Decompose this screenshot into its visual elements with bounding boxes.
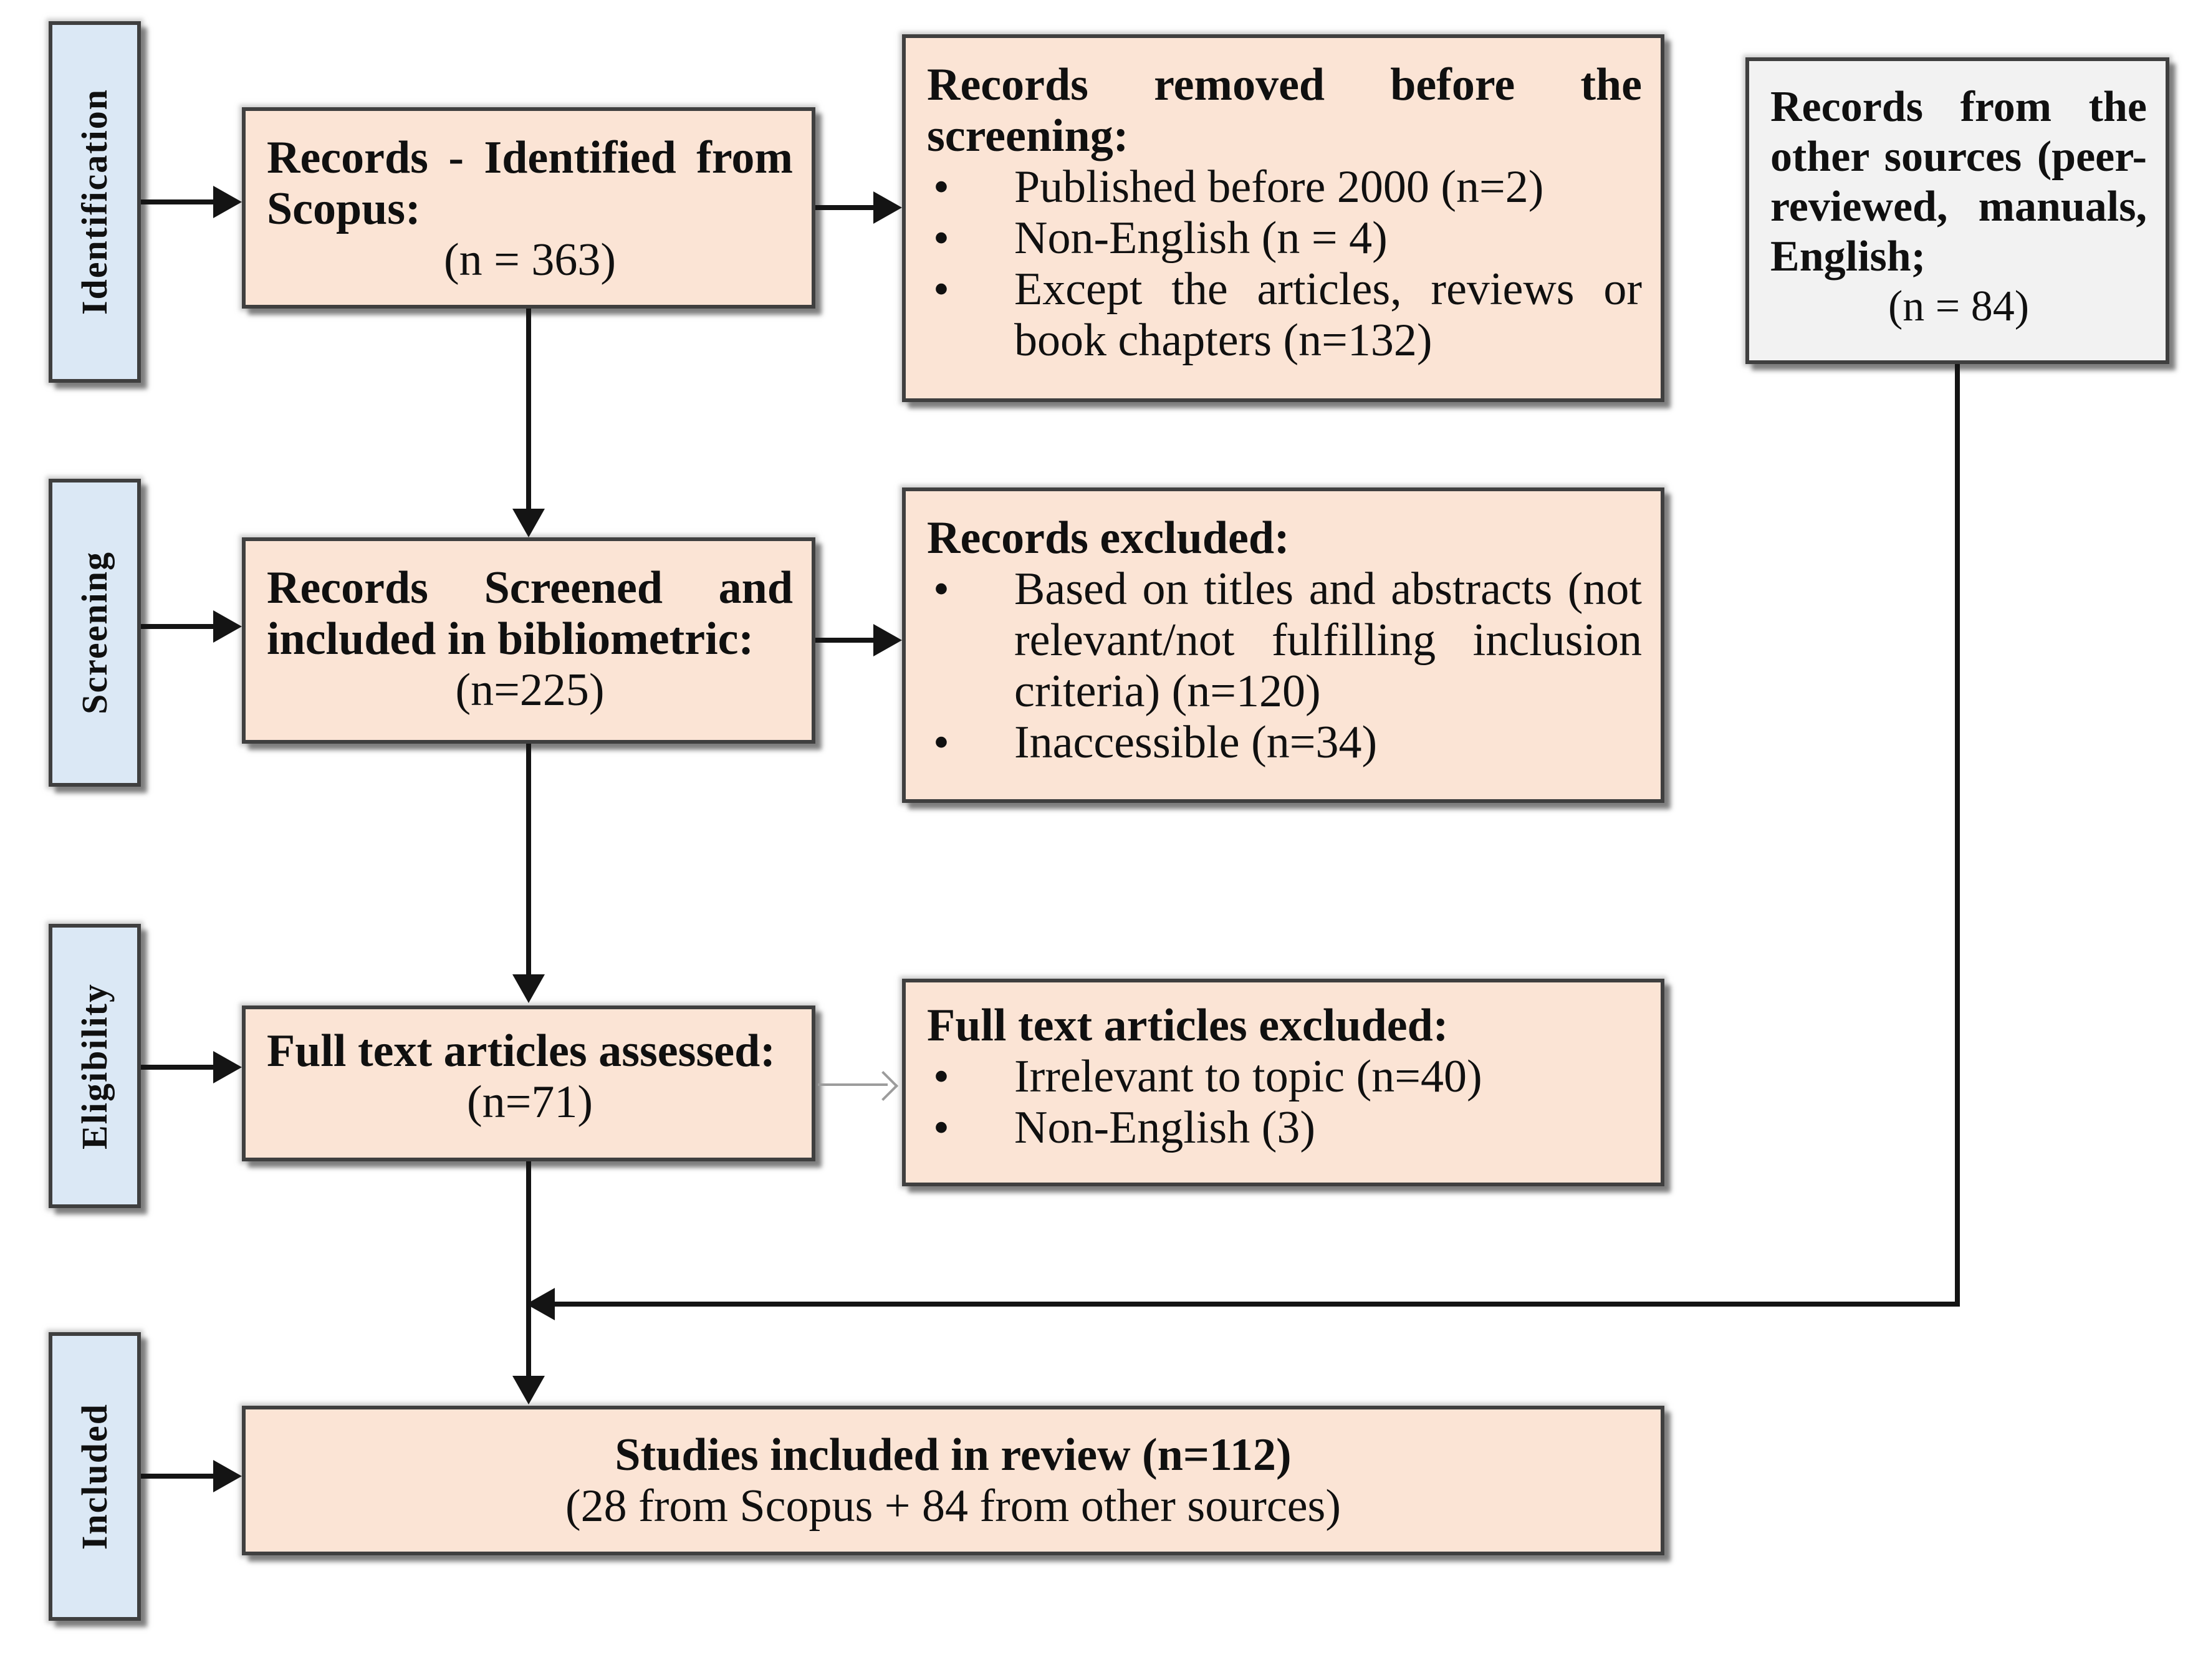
box-records-excluded-title: Records excluded:	[927, 512, 1290, 564]
list-item: Non-English (3)	[927, 1102, 1642, 1153]
arrow-identification-head-icon	[213, 186, 242, 218]
box-fulltext-assessed-title: Full text articles assessed:	[267, 1025, 775, 1077]
box-other-sources-count: (n = 84)	[1888, 282, 2030, 330]
arrow-eligibility-line	[141, 1065, 217, 1070]
list-item: Irrelevant to topic (n=40)	[927, 1051, 1642, 1102]
stage-label-screening-text: Screening	[74, 551, 115, 714]
box-studies-included-line2: (28 from Scopus + 84 from other sources)	[565, 1481, 1341, 1532]
line-other-sources-horizontal	[554, 1302, 1960, 1307]
box-records-screened-count: (n=225)	[455, 665, 605, 716]
box-fulltext-excluded: Full text articles excluded: Irrelevant …	[902, 979, 1664, 1186]
box-records-identified: Records - Identified from Scopus: (n = 3…	[242, 107, 815, 309]
box-fulltext-excluded-list: Irrelevant to topic (n=40) Non-English (…	[927, 1051, 1642, 1153]
box-fulltext-excluded-title: Full text articles excluded:	[927, 1000, 1449, 1051]
arrow-identification-line	[141, 199, 217, 204]
arrow-fulltext-to-included-line	[526, 1161, 531, 1378]
box-records-identified-title: Records - Identified from Scopus:	[267, 132, 793, 234]
arrow-screened-to-excluded-head-icon	[873, 624, 902, 656]
stage-label-included: Included	[49, 1332, 141, 1621]
box-records-identified-count: (n = 363)	[443, 234, 617, 286]
arrow-included-line	[141, 1474, 217, 1479]
arrow-identified-to-removed-head-icon	[873, 191, 902, 224]
box-records-excluded: Records excluded: Based on titles and ab…	[902, 487, 1664, 803]
list-item: Inaccessible (n=34)	[927, 717, 1642, 768]
box-fulltext-assessed: Full text articles assessed: (n=71)	[242, 1006, 815, 1161]
arrow-screening-line	[141, 624, 217, 629]
stage-label-identification: Identification	[49, 21, 141, 383]
arrow-identified-to-screened-head-icon	[512, 509, 545, 537]
box-studies-included: Studies included in review (n=112) (28 f…	[242, 1406, 1664, 1555]
box-records-screened: Records Screened and included in bibliom…	[242, 537, 815, 744]
box-other-sources-title: Records from the other sources (peer-rev…	[1770, 83, 2147, 281]
line-other-sources-vertical	[1955, 364, 1960, 1307]
arrow-fulltext-to-excluded-line	[818, 1083, 888, 1086]
box-records-removed-title: Records removed before the screening:	[927, 59, 1642, 161]
box-records-removed-list: Published before 2000 (n=2) Non-English …	[927, 161, 1642, 366]
arrow-included-head-icon	[213, 1460, 242, 1492]
arrow-identified-to-removed-line	[815, 205, 878, 210]
box-other-sources: Records from the other sources (peer-rev…	[1745, 57, 2169, 364]
box-fulltext-assessed-count: (n=71)	[466, 1077, 593, 1128]
box-records-screened-title: Records Screened and included in bibliom…	[267, 562, 793, 665]
arrow-screened-to-fulltext-head-icon	[512, 974, 545, 1003]
list-item: Published before 2000 (n=2)	[927, 161, 1642, 213]
arrow-screening-head-icon	[213, 610, 242, 643]
stage-label-screening: Screening	[49, 479, 141, 787]
stage-label-eligibility: Eligibility	[49, 924, 141, 1208]
stage-label-identification-text: Identification	[74, 89, 115, 315]
box-records-excluded-list: Based on titles and abstracts (not relev…	[927, 564, 1642, 768]
list-item: Based on titles and abstracts (not relev…	[927, 564, 1642, 717]
arrow-screened-to-excluded-line	[815, 638, 878, 643]
arrow-fulltext-to-excluded-head-icon	[868, 1070, 899, 1102]
list-item: Non-English (n = 4)	[927, 213, 1642, 264]
arrow-merge-junction-head-icon	[526, 1288, 555, 1320]
arrow-screened-to-fulltext-line	[526, 744, 531, 977]
box-studies-included-line1: Studies included in review (n=112)	[615, 1429, 1292, 1481]
list-item: Except the articles, reviews or book cha…	[927, 264, 1642, 366]
stage-label-eligibility-text: Eligibility	[74, 982, 115, 1150]
stage-label-included-text: Included	[74, 1403, 115, 1550]
arrow-eligibility-head-icon	[213, 1051, 242, 1083]
arrow-identified-to-screened-line	[526, 309, 531, 511]
box-records-removed: Records removed before the screening: Pu…	[902, 34, 1664, 402]
arrow-fulltext-to-included-head-icon	[512, 1376, 545, 1404]
